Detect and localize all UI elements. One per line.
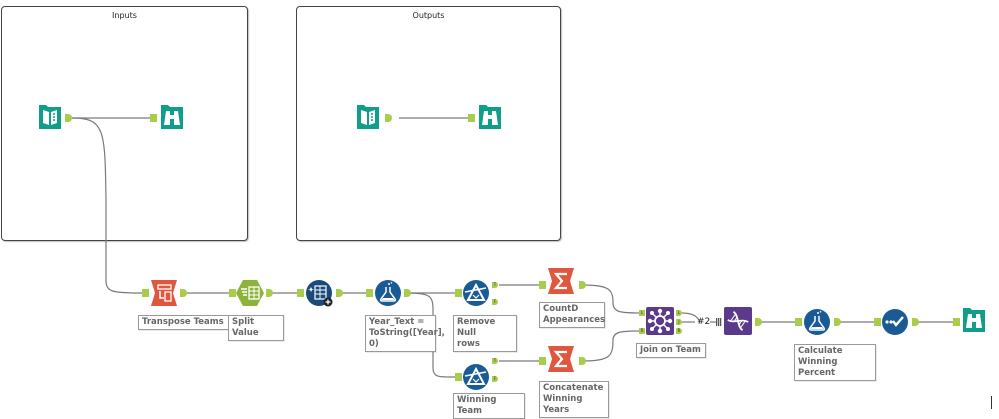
browse-tool[interactable] <box>476 104 504 132</box>
summarize-sigma-icon <box>548 268 574 294</box>
browse-binoculars-icon <box>963 308 985 332</box>
output-anchor[interactable] <box>404 289 411 297</box>
right-output-anchor[interactable]: R <box>676 328 682 334</box>
text-to-columns-icon <box>236 280 264 306</box>
wire-sum2-join <box>582 330 641 362</box>
input-data-book-icon <box>357 105 379 129</box>
tool-label-split: Split Value <box>228 315 284 341</box>
summarize-tool[interactable] <box>547 345 575 373</box>
input-anchor[interactable] <box>795 318 802 326</box>
output-anchor[interactable] <box>755 318 762 326</box>
transpose-tool[interactable] <box>150 279 178 307</box>
false-anchor[interactable]: F <box>492 376 498 382</box>
input-anchor[interactable] <box>468 114 475 122</box>
multi-row-formula-tool[interactable] <box>305 279 333 307</box>
text-cursor <box>991 396 992 409</box>
tool-label-filter2: Winning Team <box>453 393 525 419</box>
join-icon <box>646 307 674 335</box>
output-anchor[interactable] <box>336 289 343 297</box>
outputs-container[interactable]: Outputs <box>296 6 561 241</box>
output-anchor[interactable] <box>912 318 919 326</box>
outputs-container-title: Outputs <box>412 11 445 20</box>
output-anchor[interactable] <box>385 114 392 122</box>
browse-tool[interactable] <box>960 307 988 335</box>
input-anchor[interactable] <box>455 373 462 381</box>
tool-label-transpose: Transpose Teams <box>138 315 229 330</box>
false-anchor[interactable]: F <box>492 299 498 305</box>
formula-flask-icon <box>375 280 401 306</box>
input-data-book-icon <box>39 105 61 129</box>
output-anchor[interactable] <box>65 114 72 122</box>
multi-row-formula-icon <box>306 280 333 307</box>
filter-tool[interactable] <box>462 279 490 307</box>
filter-tool[interactable] <box>462 363 490 391</box>
true-anchor[interactable]: T <box>492 282 498 288</box>
browse-tool[interactable] <box>158 104 186 132</box>
filter-icon <box>463 280 489 306</box>
input-anchor[interactable] <box>366 289 373 297</box>
output-anchor[interactable] <box>180 289 187 297</box>
output-anchor[interactable] <box>266 289 273 297</box>
tool-label-filter1: Remove Null rows <box>453 315 517 352</box>
formula-tool[interactable] <box>803 308 831 336</box>
output-anchor[interactable] <box>579 357 586 365</box>
input-anchor[interactable] <box>142 289 149 297</box>
formula-flask-icon <box>804 309 830 335</box>
tool-label-formula2: Calculate Winning Percent <box>794 344 876 381</box>
input-anchor[interactable] <box>874 318 881 326</box>
wireless-connection-icon <box>716 318 722 326</box>
output-anchor[interactable] <box>579 281 586 289</box>
text-to-columns-tool[interactable] <box>236 279 264 307</box>
select-tool[interactable] <box>881 308 909 336</box>
inputs-container-title: Inputs <box>112 11 137 20</box>
tool-label-join: Join on Team <box>636 343 706 358</box>
summarize-tool[interactable] <box>547 267 575 295</box>
transpose-icon <box>151 280 177 306</box>
input-anchor[interactable] <box>455 289 462 297</box>
input-anchor[interactable] <box>297 289 304 297</box>
input-anchor[interactable] <box>539 357 546 365</box>
browse-binoculars-icon <box>161 105 183 129</box>
summarize-sigma-icon <box>548 346 574 372</box>
input-data-tool[interactable] <box>36 104 64 132</box>
tool-label-summarize1: CountD Appearances <box>539 302 605 328</box>
join-output-anchor[interactable]: J <box>676 319 682 325</box>
tool-label-summarize2: Concatenate Winning Years <box>539 381 609 418</box>
dna-tool[interactable] <box>724 307 752 335</box>
select-check-icon <box>882 309 908 335</box>
join-tool[interactable] <box>646 307 674 335</box>
input-data-tool[interactable] <box>354 104 382 132</box>
dna-icon <box>724 307 752 335</box>
left-input-anchor[interactable]: L <box>639 310 645 316</box>
input-anchor[interactable] <box>953 318 960 326</box>
connection-name-label: #2 <box>697 317 711 327</box>
true-anchor[interactable]: T <box>492 358 498 364</box>
input-anchor[interactable] <box>150 114 157 122</box>
filter-icon <box>463 364 489 390</box>
right-input-anchor[interactable]: R <box>639 328 645 334</box>
input-anchor[interactable] <box>229 289 236 297</box>
browse-binoculars-icon <box>479 105 501 129</box>
tool-label-formula1: Year_Text = ToString([Year], 0) <box>365 315 445 352</box>
input-anchor[interactable] <box>539 281 546 289</box>
output-anchor[interactable] <box>834 318 841 326</box>
formula-tool[interactable] <box>374 279 402 307</box>
left-output-anchor[interactable]: L <box>676 310 682 316</box>
